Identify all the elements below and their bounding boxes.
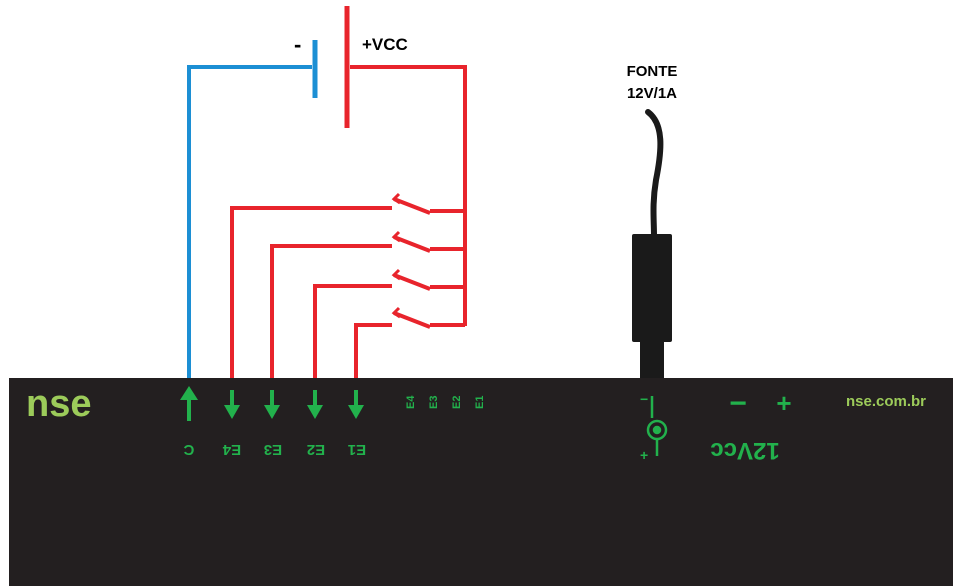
jack-plus-sign: + xyxy=(640,447,648,463)
power-supply-label-line2: 12V/1A xyxy=(627,85,677,102)
power-minus-sign: − xyxy=(729,387,747,420)
device-body xyxy=(9,378,953,586)
terminal-label-c: C xyxy=(183,441,194,458)
switch-e2 xyxy=(313,268,465,392)
switch-e3 xyxy=(270,230,465,392)
terminal-label-e2: E2 xyxy=(307,441,325,458)
switch-e1 xyxy=(354,306,465,392)
positive-bus-wire xyxy=(350,65,467,326)
power-plug xyxy=(632,109,672,378)
terminal-label-e4: E4 xyxy=(222,441,241,458)
power-voltage-label: 12Vcc xyxy=(710,437,779,464)
common-wire xyxy=(187,65,312,392)
switch-e4 xyxy=(230,192,465,392)
battery-plus-label: +VCC xyxy=(362,35,408,54)
brand-logo: nse xyxy=(26,383,91,425)
dc-jack-symbol xyxy=(646,396,668,456)
terminal-label-e1: E1 xyxy=(348,441,366,458)
led-label-e3: E3 xyxy=(428,396,440,409)
power-supply-label-line1: FONTE xyxy=(627,63,678,80)
led-label-e2: E2 xyxy=(451,396,463,409)
terminal-label-e3: E3 xyxy=(264,441,282,458)
battery-minus-label: - xyxy=(294,32,301,57)
battery-symbol xyxy=(312,6,350,128)
power-plus-sign: + xyxy=(776,388,791,418)
website-label: nse.com.br xyxy=(846,393,926,410)
led-label-e1: E1 xyxy=(474,396,486,409)
led-label-e4: E4 xyxy=(405,395,417,409)
terminal-arrows xyxy=(180,386,364,421)
jack-minus-sign: − xyxy=(640,391,648,407)
